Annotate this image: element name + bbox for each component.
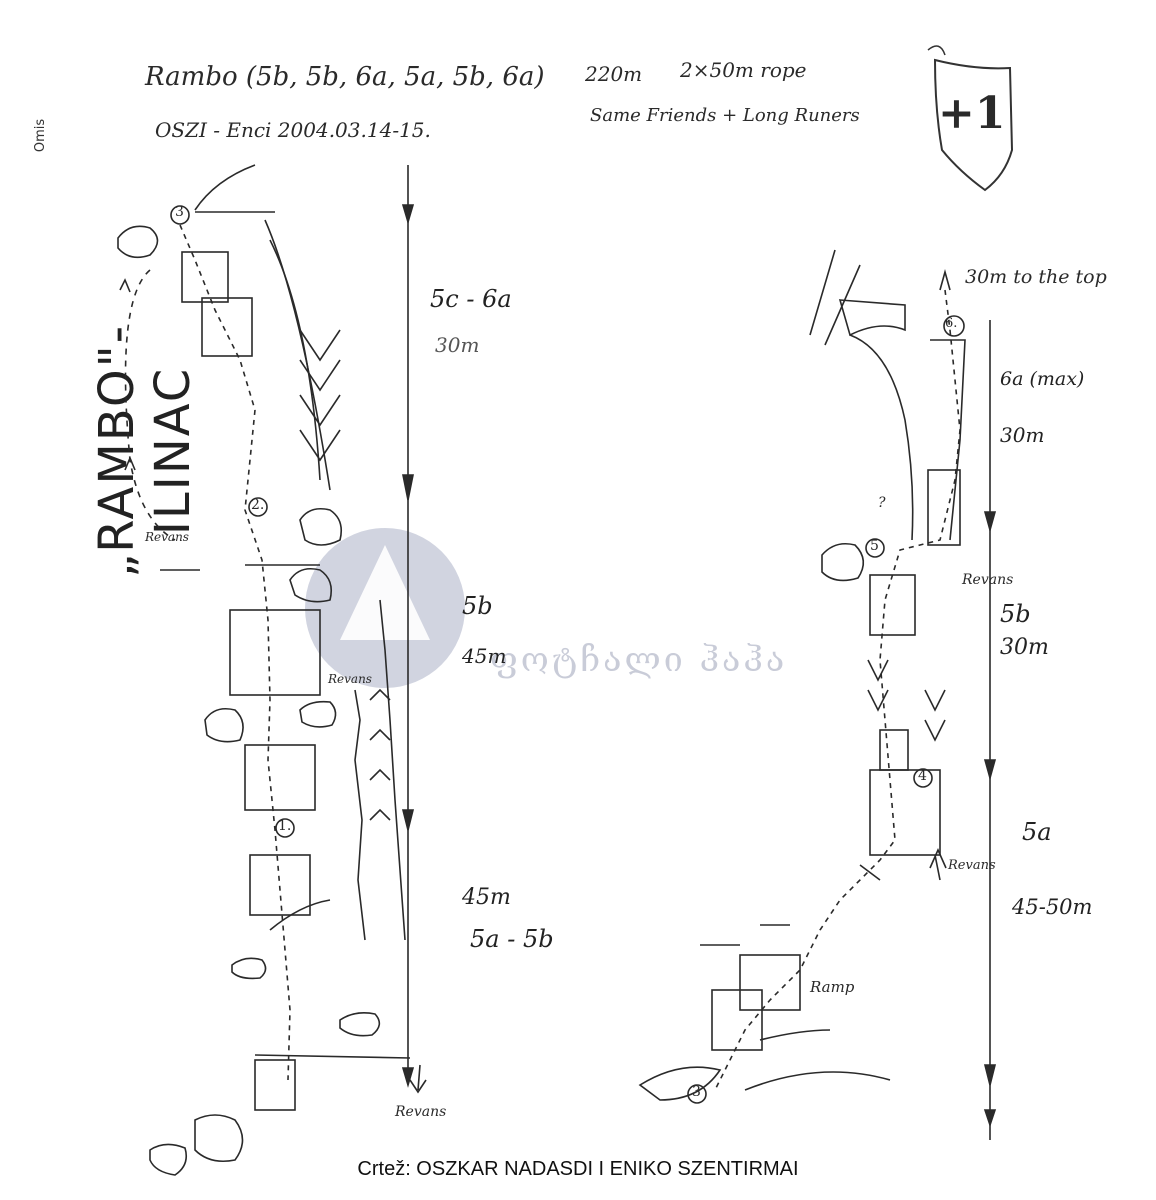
left-pitch-1-grade: 5a - 5b: [470, 925, 554, 953]
right-note-ramp: Ramp: [810, 978, 855, 996]
left-pitch-3-length: 30m: [435, 333, 480, 357]
rope-info: 2×50m rope: [680, 58, 807, 82]
left-pitch-1-length: 45m: [462, 885, 511, 910]
right-note-revans-bottom: Revans: [948, 858, 996, 873]
right-belay-6: 6.: [945, 316, 958, 331]
right-belay-3: 3: [692, 1084, 701, 1100]
right-belay-4: 4: [918, 768, 927, 784]
right-pitch-4-length: 45-50m: [1012, 895, 1093, 919]
route-title: Rambo (5b, 5b, 6a, 5a, 5b, 6a): [145, 62, 545, 92]
gear-info: Same Friends + Long Runers: [590, 105, 860, 126]
top-note: 30m to the top: [965, 266, 1107, 288]
left-belay-3: 3: [175, 204, 184, 220]
right-pitch-5-length: 30m: [1000, 635, 1049, 660]
badge-label: +1: [938, 88, 1006, 139]
watermark-text: ფოტჩალი ჰაჰა: [490, 640, 788, 680]
left-note-revans-top: Revans: [145, 530, 189, 544]
left-note-revans-bottom: Revans: [395, 1104, 447, 1120]
left-pitch-2-length: 45m: [462, 644, 507, 668]
authors-date: OSZI - Enci 2004.03.14-15.: [155, 118, 431, 142]
left-pitch-3-grade: 5c - 6a: [430, 285, 512, 313]
right-note-question: ?: [878, 495, 886, 511]
left-pitch-2-grade: 5b: [462, 592, 493, 620]
left-belay-1: 1.: [278, 818, 292, 834]
route-length: 220m: [585, 62, 643, 86]
left-belay-2: 2.: [251, 497, 265, 513]
right-pitch-6-grade: 6a (max): [1000, 368, 1085, 390]
right-pitch-5-grade: 5b: [1000, 600, 1031, 628]
drawing-credit: Crtež: OSZKAR NADASDI I ENIKO SZENTIRMAI: [357, 1158, 799, 1180]
right-pitch-6-length: 30m: [1000, 423, 1045, 447]
right-note-revans-top: Revans: [962, 572, 1014, 588]
right-belay-5: 5: [870, 538, 879, 554]
right-pitch-4-grade: 5a: [1022, 818, 1052, 846]
left-note-revans-mid: Revans: [328, 672, 372, 686]
